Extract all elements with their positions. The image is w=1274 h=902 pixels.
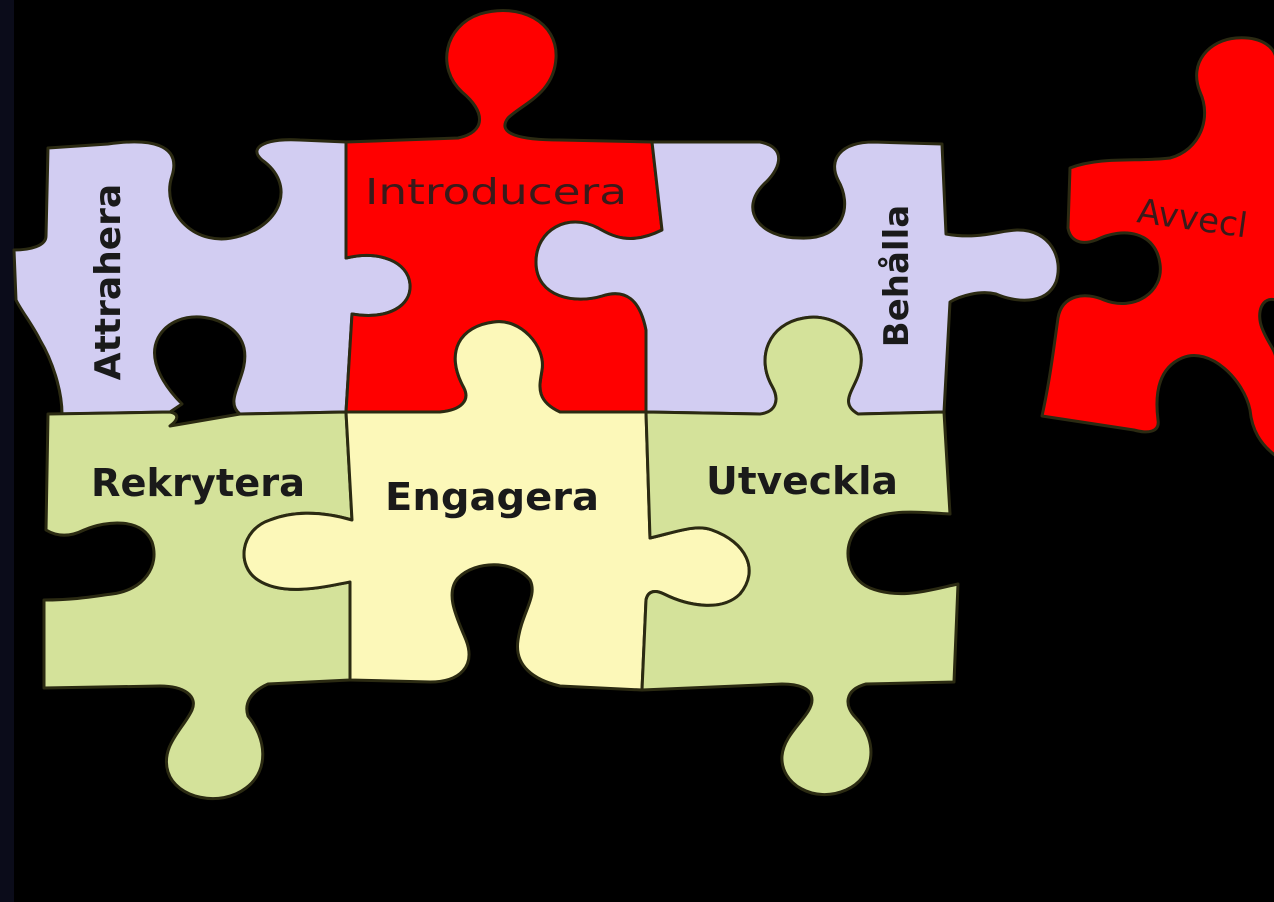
label-behalla: Behålla — [877, 205, 917, 347]
label-attrahera: Attrahera — [88, 184, 129, 380]
label-engagera: Engagera — [385, 475, 599, 519]
label-introducera: Introducera — [365, 172, 627, 213]
label-rekrytera: Rekrytera — [91, 461, 305, 505]
piece-avveckla — [1042, 38, 1274, 456]
left-edge-strip — [0, 0, 14, 902]
label-utveckla: Utveckla — [706, 459, 898, 503]
